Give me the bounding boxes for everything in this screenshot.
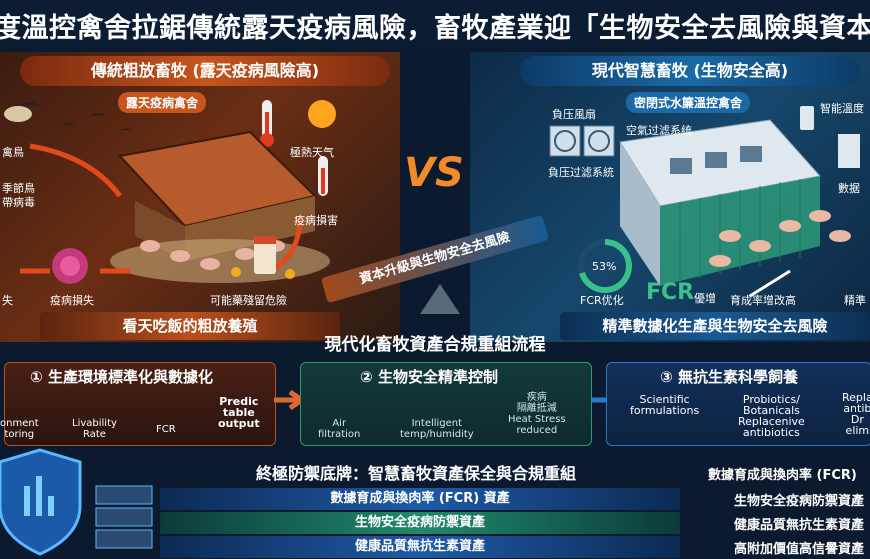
- label-drug-residue: 可能藥殘留危險: [210, 294, 287, 307]
- step-3-card: [606, 362, 870, 446]
- defense-bar-2: 生物安全疫病防禦資產: [160, 512, 680, 534]
- label-disease-loss: 疫病損失: [50, 294, 94, 307]
- label-growth: 育成率增改高: [730, 294, 796, 307]
- step-3-item-1: Scientific formulations: [630, 393, 700, 417]
- modern-illustration: [549, 106, 860, 298]
- step-2-title: ② 生物安全精準控制: [360, 368, 498, 386]
- step-2-item-3: 疾病 隔離抵減 Heat Stress reduced: [508, 392, 566, 436]
- step-1-item-1: onment toring: [0, 418, 39, 440]
- traditional-illustration: [4, 100, 336, 284]
- label-smart-temp: 智能溫度: [820, 102, 864, 115]
- defense-bar-3: 健康品質無抗生素資產: [160, 536, 680, 558]
- defense-right-item-2: 健康品質無抗生素資產: [734, 518, 865, 533]
- step-2-item-1: Air filtration: [318, 418, 361, 440]
- label-extreme-heat: 極熱天气: [290, 146, 334, 159]
- vs-mark: VS: [404, 150, 464, 196]
- step-1-card: [4, 362, 276, 446]
- label-percent: 53%: [592, 260, 617, 273]
- defense-title: 終極防禦底牌：智慧畜牧資產保全與合規重組: [256, 464, 577, 483]
- label-fcr: FCR: [646, 280, 695, 305]
- medicine-icon: [254, 240, 276, 274]
- title-bar: 度溫控禽舍拉鋸傳統露天疫病風險，畜牧產業迎「生物安全去風險與資本升: [0, 0, 870, 46]
- label-birds: 禽鳥: [2, 146, 24, 159]
- defense-bar-1: 數據育成與換肉率 (FCR) 資產: [160, 488, 680, 510]
- step-3-item-3: Repla antib Dr elim: [842, 391, 870, 437]
- bird-icon: [20, 102, 132, 131]
- open-barn-tag: 露天疫病禽舍: [118, 92, 207, 113]
- traditional-header: 傳統粗放畜牧 (露天疫病風險高): [20, 56, 390, 86]
- fan-icon: [549, 125, 615, 157]
- defense-right-item-1: 生物安全疫病防禦資產: [734, 494, 865, 509]
- defense-right-title: 數據育成與換肉率 (FCR): [708, 468, 857, 483]
- modern-footer: 精準數據化生產與生物安全去風險: [560, 312, 870, 340]
- step-1-item-3: FCR: [156, 424, 176, 435]
- step-3-title: ③ 無抗生素科學飼養: [660, 368, 798, 386]
- label-loss: 失: [2, 294, 13, 307]
- label-air-filter: 空氣过滤系统: [626, 124, 692, 137]
- label-neg-fan: 負压風扇: [552, 108, 596, 121]
- seesaw-fulcrum: [420, 284, 460, 314]
- label-neg-filter: 負压过滤系統: [548, 166, 614, 179]
- step-1-item-4: Predic table output: [218, 395, 260, 430]
- label-fcr-up: 優增: [694, 292, 716, 305]
- sun-icon: [308, 100, 336, 128]
- step-3-item-2: Probiotics/ Botanicals Replacenive antib…: [738, 393, 805, 439]
- modern-header: 現代智慧畜牧 (生物安全高): [520, 56, 860, 86]
- label-seasonal-birds: 季節鳥 帶病毒: [2, 182, 35, 209]
- step-2-card: [300, 362, 592, 446]
- step-1-title: ① 生產環境標準化與數據化: [30, 368, 213, 386]
- label-precise: 精準: [844, 294, 866, 307]
- server-icon: [95, 485, 153, 549]
- server-icon: [838, 134, 860, 168]
- step-1-item-2: Livability Rate: [72, 418, 117, 440]
- defense-right-item-3: 高附加價值高信譽資產: [734, 542, 865, 557]
- label-fcr-opt: FCR优化: [580, 294, 624, 307]
- sensor-icon: [800, 106, 814, 130]
- process-title: 現代化畜牧資產合規重組流程: [324, 335, 546, 355]
- closed-barn-tag: 密閉式水簾溫控禽舍: [626, 92, 751, 113]
- shield-server-illustration: [0, 448, 153, 556]
- label-data: 數据: [838, 182, 860, 195]
- label-disease-damage: 疫病損害: [294, 214, 338, 227]
- traditional-footer: 看天吃飯的粗放養殖: [40, 312, 340, 340]
- page-title: 度溫控禽舍拉鋸傳統露天疫病風險，畜牧產業迎「生物安全去風險與資本升: [0, 13, 870, 44]
- step-2-item-2: Intelligent temp/humidity: [400, 418, 474, 440]
